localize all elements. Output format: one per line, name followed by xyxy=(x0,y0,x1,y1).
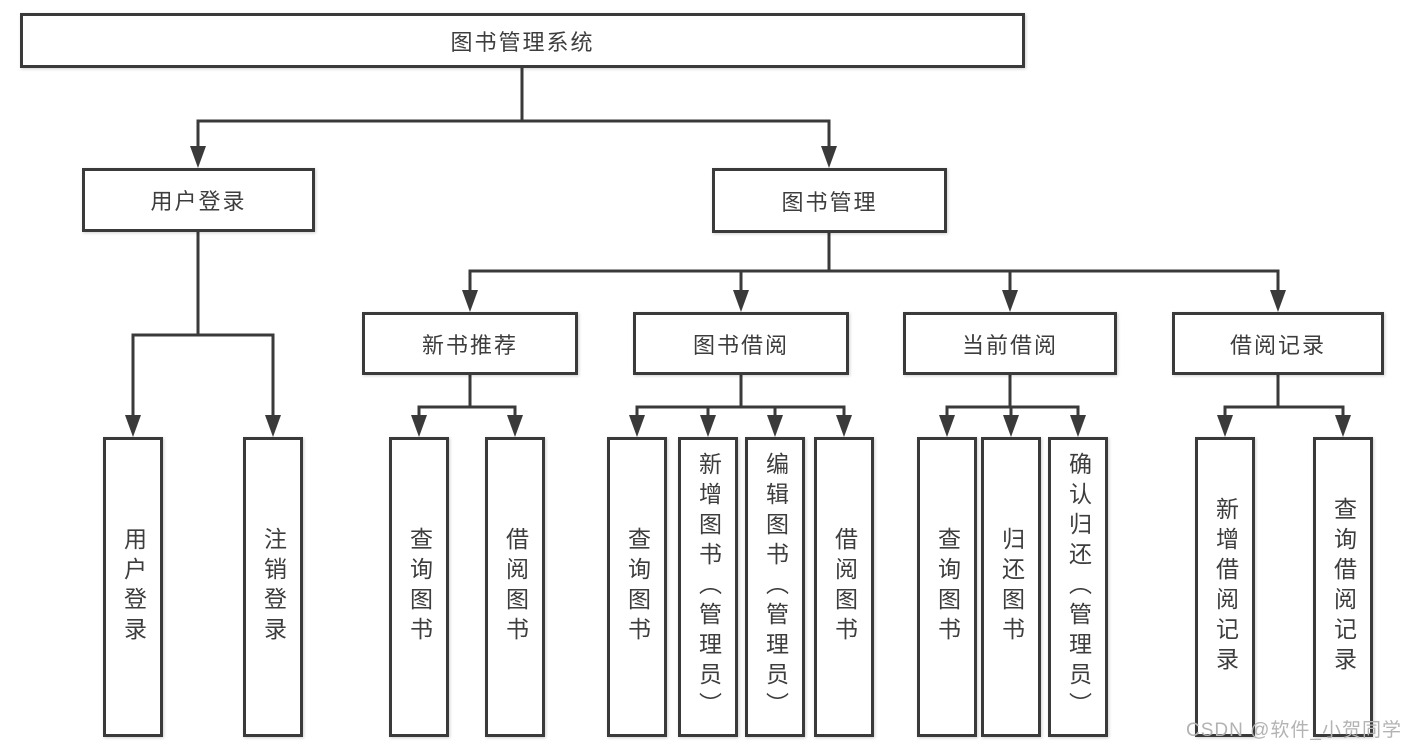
node-book-borrow: 图书借阅 xyxy=(633,312,849,375)
leaf-label: 借阅图书 xyxy=(502,527,529,647)
node-new-book-recommend: 新书推荐 xyxy=(362,312,578,375)
arrowheads-group xyxy=(125,146,1351,437)
leaf-logout: 注销登录 xyxy=(243,437,303,737)
leaf-user-login: 用户登录 xyxy=(103,437,163,737)
node-label: 新书推荐 xyxy=(421,332,518,358)
leaf-label: 查询图书 xyxy=(624,527,651,647)
node-user-login: 用户登录 xyxy=(82,168,315,232)
csdn-watermark: CSDN @软件_小贺同学 xyxy=(1186,720,1402,741)
node-label: 图书管理 xyxy=(781,189,878,215)
leaf-label: 新增借阅记录 xyxy=(1212,497,1239,677)
leaf-label: 归还图书 xyxy=(998,527,1025,647)
node-label: 图书管理系统 xyxy=(450,29,595,55)
leaf-query-books-recommend: 查询图书 xyxy=(389,437,449,737)
leaf-label: 查询图书 xyxy=(934,527,961,647)
leaf-label: 用户登录 xyxy=(120,527,147,647)
leaf-query-books-current: 查询图书 xyxy=(917,437,977,737)
node-current-borrow: 当前借阅 xyxy=(903,312,1117,375)
leaf-label: 新增图书（管理员） xyxy=(695,452,722,722)
leaf-query-books-borrow: 查询图书 xyxy=(607,437,667,737)
leaf-label: 查询借阅记录 xyxy=(1330,497,1357,677)
leaf-confirm-return-admin: 确认归还（管理员） xyxy=(1048,437,1108,737)
leaf-label: 注销登录 xyxy=(260,527,287,647)
leaf-return-books: 归还图书 xyxy=(981,437,1041,737)
leaf-add-book-admin: 新增图书（管理员） xyxy=(678,437,738,737)
leaf-label: 借阅图书 xyxy=(831,527,858,647)
leaf-query-borrow-record: 查询借阅记录 xyxy=(1313,437,1373,737)
leaf-edit-book-admin: 编辑图书（管理员） xyxy=(745,437,805,737)
node-library-system: 图书管理系统 xyxy=(20,13,1025,68)
leaf-label: 确认归还（管理员） xyxy=(1065,452,1092,722)
node-book-management: 图书管理 xyxy=(712,168,947,233)
leaf-label: 编辑图书（管理员） xyxy=(762,452,789,722)
node-label: 用户登录 xyxy=(150,189,247,214)
leaf-add-borrow-record: 新增借阅记录 xyxy=(1195,437,1255,737)
node-borrow-records: 借阅记录 xyxy=(1172,312,1384,375)
node-label: 当前借阅 xyxy=(961,332,1058,358)
leaf-borrow-books: 借阅图书 xyxy=(814,437,874,737)
node-label: 图书借阅 xyxy=(692,332,789,358)
node-label: 借阅记录 xyxy=(1229,332,1326,358)
leaf-borrow-books-recommend: 借阅图书 xyxy=(485,437,545,737)
leaf-label: 查询图书 xyxy=(406,527,433,647)
